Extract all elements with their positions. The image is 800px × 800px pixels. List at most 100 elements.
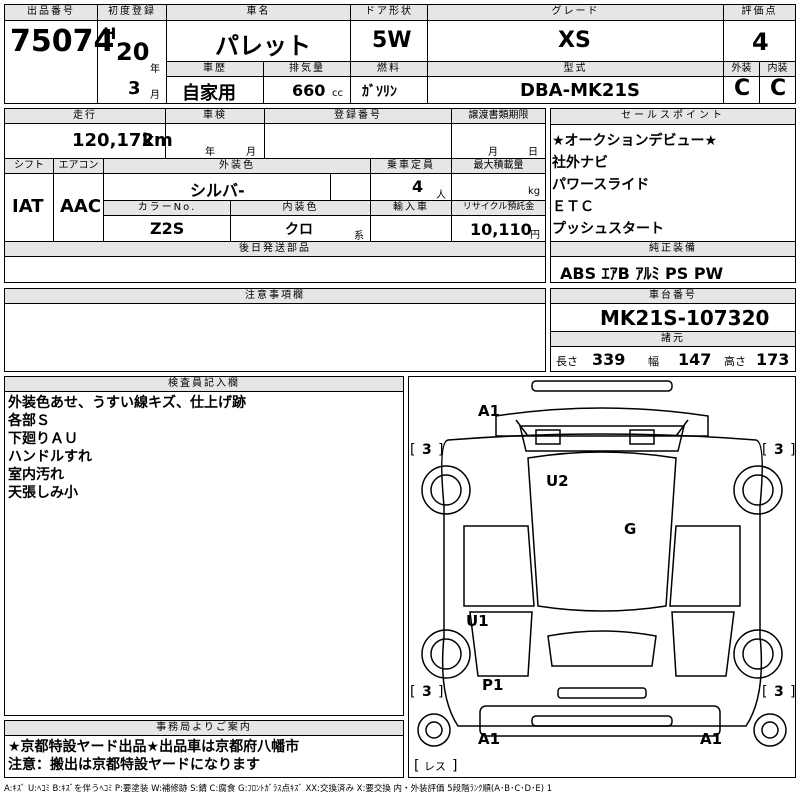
later-parts-label: 後日発送部品 — [4, 241, 546, 257]
length-value: 339 — [592, 350, 626, 369]
import-label: 輸入車 — [370, 200, 452, 216]
fuel-label: 燃料 — [350, 61, 428, 77]
history-label: 車歴 — [166, 61, 264, 77]
inspector-note: 下廻りＡＵ — [8, 431, 78, 447]
office-label: 事務局よりご案内 — [4, 720, 404, 736]
lot-no: 75074 — [10, 24, 115, 59]
reg-no-label: 登録番号 — [264, 108, 452, 124]
fuel-cell — [350, 76, 428, 104]
capacity: 4 — [412, 177, 424, 196]
int-color-label: 内装色 — [230, 200, 371, 216]
equipment-items: ABS ｴｱB ｱﾙﾐ PS PW — [560, 264, 724, 283]
car-diagram: A1 U2 G U1 P1 A1 A1 [3] [3] [3] [3] [レス] — [410, 380, 795, 774]
color-label: 外装色 — [103, 158, 371, 174]
tire-front-right: 3 — [774, 442, 784, 458]
length-label: 長さ — [556, 355, 578, 368]
inspector-note: 室内汚れ — [8, 467, 64, 483]
inspector-notes: 外装色あせ、うすい線キズ、仕上げ跡 各部Ｓ 下廻りＡＵ ハンドルすれ 室内汚れ … — [8, 394, 246, 502]
inspector-note: 各部Ｓ — [8, 413, 50, 429]
svg-text:]: ] — [790, 442, 795, 458]
tire-front-left: 3 — [422, 442, 432, 458]
tire-rear-left: 3 — [422, 684, 432, 700]
sales-point: ＥＴＣ — [552, 199, 594, 215]
mark-g: G — [624, 520, 636, 538]
model-label: 型式 — [427, 61, 724, 77]
maxload-label: 最大積載量 — [451, 158, 546, 174]
capacity-label: 乗車定員 — [370, 158, 452, 174]
int-color: クロ — [285, 222, 313, 238]
mark-p1: P1 — [482, 676, 503, 694]
insp-month-unit: 月 — [246, 147, 256, 158]
ext-grade-label: 外装 — [723, 61, 760, 77]
car-name-label: 車名 — [166, 4, 351, 21]
mark-a1-bottom-left: A1 — [478, 730, 500, 748]
sales-point: プッシュスタート — [552, 221, 664, 237]
svg-text:]: ] — [790, 684, 795, 700]
inspector-note: ハンドルすれ — [8, 449, 92, 465]
mark-a1-top: A1 — [478, 402, 500, 420]
equipment-label: 純正装備 — [550, 241, 796, 257]
door-type: 5W — [372, 28, 412, 53]
door-label: ドア形状 — [350, 4, 428, 21]
spare-tire-less: レス — [424, 760, 446, 773]
sales-point: パワースライド — [552, 177, 650, 193]
width-label: 幅 — [648, 355, 659, 368]
import-cell — [370, 215, 452, 242]
svg-text:]: ] — [438, 442, 443, 458]
caution-label: 注意事項欄 — [4, 288, 546, 304]
recycle-unit: 円 — [530, 230, 540, 241]
svg-text:[: [ — [410, 684, 415, 700]
transfer-month-unit: 月 — [488, 147, 498, 158]
sales-point: ★オークションデビュー★ — [552, 133, 718, 149]
reg-no-cell — [264, 123, 452, 159]
office-note: ★京都特設ヤード出品★出品車は京都府八幡市 — [8, 739, 300, 755]
svg-text:]: ] — [438, 684, 443, 700]
history: 自家用 — [182, 83, 236, 104]
grade-label: グレード — [427, 4, 724, 21]
color-no: Z2S — [150, 219, 185, 238]
dims-label: 諸元 — [550, 331, 796, 347]
displacement-label: 排気量 — [263, 61, 351, 77]
reg-year: 20 — [116, 38, 150, 66]
office-notes: ★京都特設ヤード出品★出品車は京都府八幡市 注意：搬出は京都特設ヤードになります — [8, 738, 299, 774]
mark-u1: U1 — [466, 612, 489, 630]
svg-text:[: [ — [414, 758, 419, 774]
ext-grade: C — [734, 76, 751, 101]
maxload-unit: kg — [528, 186, 541, 197]
height-value: 173 — [756, 350, 790, 369]
chassis-number: MK21S-107320 — [600, 306, 770, 330]
color-no-label: カラーNo. — [103, 200, 231, 216]
tire-rear-right: 3 — [774, 684, 784, 700]
era: H — [103, 24, 117, 43]
recycle: 10,110 — [470, 220, 532, 239]
car-diagram-block — [408, 376, 796, 778]
reg-year-unit: 年 — [150, 64, 160, 75]
inspector-note: 天張しみ小 — [8, 485, 78, 501]
office-note: 注意：搬出は京都特設ヤードになります — [8, 757, 260, 773]
shift: IAT — [12, 196, 44, 217]
ac: AAC — [60, 196, 102, 217]
shift-label: シフト — [4, 158, 54, 174]
reg-month: 3 — [128, 78, 141, 99]
inspection-label: 車検 — [165, 108, 265, 124]
ac-label: エアコン — [53, 158, 104, 174]
ext-grade-cell — [723, 76, 760, 104]
legend: A:ｷｽﾞ U:ﾍｺﾐ B:ｷｽﾞを伴うﾍｺﾐ P:要塗装 W:補修跡 S:錆 … — [4, 784, 553, 794]
car-name: パレット — [215, 32, 311, 60]
mark-a1-bottom-right: A1 — [700, 730, 722, 748]
color: シルバ- — [190, 181, 245, 200]
int-grade: C — [770, 76, 787, 101]
svg-text:[: [ — [762, 684, 767, 700]
mileage-label: 走行 — [4, 108, 166, 124]
displacement: 660 — [292, 81, 326, 100]
inspector-label: 検査員記入欄 — [4, 376, 404, 392]
transfer-day-unit: 日 — [528, 147, 538, 158]
svg-text:[: [ — [410, 442, 415, 458]
transfer-label: 譲渡書類期限 — [451, 108, 546, 124]
sales-points-list: ★オークションデビュー★ 社外ナビ パワースライド ＥＴＣ プッシュスタート — [552, 130, 792, 240]
displacement-unit: cc — [332, 88, 343, 99]
sales-points-label: セールスポイント — [551, 109, 795, 125]
mileage: 120,172 — [72, 130, 154, 151]
capacity-unit: 人 — [436, 190, 446, 201]
svg-text:]: ] — [452, 758, 457, 774]
